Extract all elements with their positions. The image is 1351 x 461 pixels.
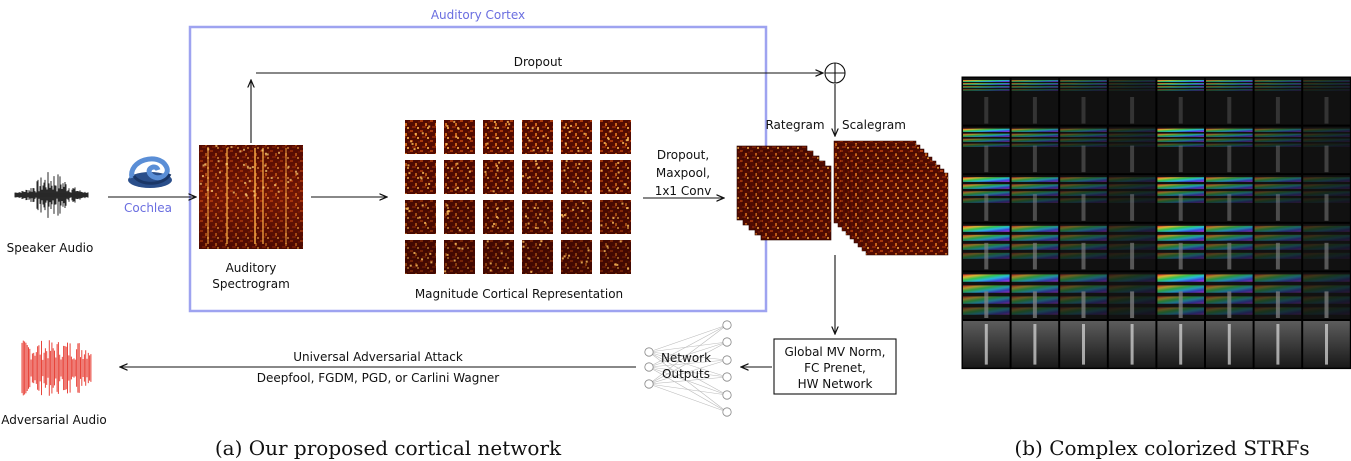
dropout-mid-line1: Dropout, xyxy=(657,148,709,162)
cortical-cell xyxy=(600,200,631,234)
adversarial-waveform-icon xyxy=(21,340,92,396)
global-mv-norm-box xyxy=(773,338,897,395)
cortical-cell xyxy=(522,120,553,154)
cortical-cell xyxy=(600,160,631,194)
spectrogram-label-line2: Spectrogram xyxy=(212,277,290,291)
cortical-cell xyxy=(561,120,592,154)
global-line3: HW Network xyxy=(798,377,873,391)
cortical-cell xyxy=(483,160,514,194)
cortical-cell xyxy=(522,160,553,194)
network-line1: Network xyxy=(661,351,711,365)
cortical-cell xyxy=(600,120,631,154)
adversarial-audio-label: Adversarial Audio xyxy=(1,413,107,427)
dropout-mid-line3: 1x1 Conv xyxy=(655,184,712,198)
waveform-icon xyxy=(14,172,89,218)
strf-cell xyxy=(1011,78,1059,125)
attack-line1: Universal Adversarial Attack xyxy=(293,350,463,364)
global-line1: Global MV Norm, xyxy=(784,345,885,359)
cortical-cell xyxy=(522,200,553,234)
scalegram-label: Scalegram xyxy=(842,118,906,132)
strf-cell xyxy=(1303,78,1350,125)
caption-a: (a) Our proposed cortical network xyxy=(215,436,562,460)
cortical-cell xyxy=(444,160,475,194)
attack-line2: Deepfool, FGDM, PGD, or Carlini Wagner xyxy=(257,371,500,385)
scalegram-stack xyxy=(833,140,949,256)
cortical-cell xyxy=(561,160,592,194)
cortical-cell xyxy=(483,200,514,234)
strf-cell xyxy=(1060,78,1107,125)
strf-cell xyxy=(1254,78,1302,125)
oplus-icon xyxy=(824,62,846,84)
strf-cell xyxy=(963,78,1010,125)
rategram-label: Rategram xyxy=(765,118,824,132)
magnitude-cortical-grid xyxy=(405,120,631,274)
cortical-cell xyxy=(483,120,514,154)
auditory-cortex-label: Auditory Cortex xyxy=(431,8,525,22)
rategram-stack xyxy=(736,145,832,241)
global-line2: FC Prenet, xyxy=(804,361,866,375)
cortical-cell xyxy=(405,120,436,154)
strf-cell xyxy=(1157,78,1204,125)
cortical-cell xyxy=(444,200,475,234)
magnitude-cortical-label: Magnitude Cortical Representation xyxy=(415,287,623,301)
network-line2: Outputs xyxy=(662,367,710,381)
strf-cell xyxy=(1206,78,1253,125)
caption-b: (b) Complex colorized STRFs xyxy=(1014,436,1309,460)
speaker-audio-label: Speaker Audio xyxy=(7,241,94,255)
spectrogram-label-line1: Auditory xyxy=(226,261,277,275)
dropout-top-label: Dropout xyxy=(514,55,563,69)
cochlea-icon xyxy=(128,156,172,188)
network-outputs-graph xyxy=(644,320,732,417)
strf-grid xyxy=(961,76,1351,370)
dropout-mid-line2: Maxpool, xyxy=(656,166,710,180)
cortical-cell xyxy=(561,200,592,234)
cortical-cell xyxy=(444,120,475,154)
cochlea-label: Cochlea xyxy=(124,201,172,215)
strf-cell xyxy=(1108,78,1156,125)
